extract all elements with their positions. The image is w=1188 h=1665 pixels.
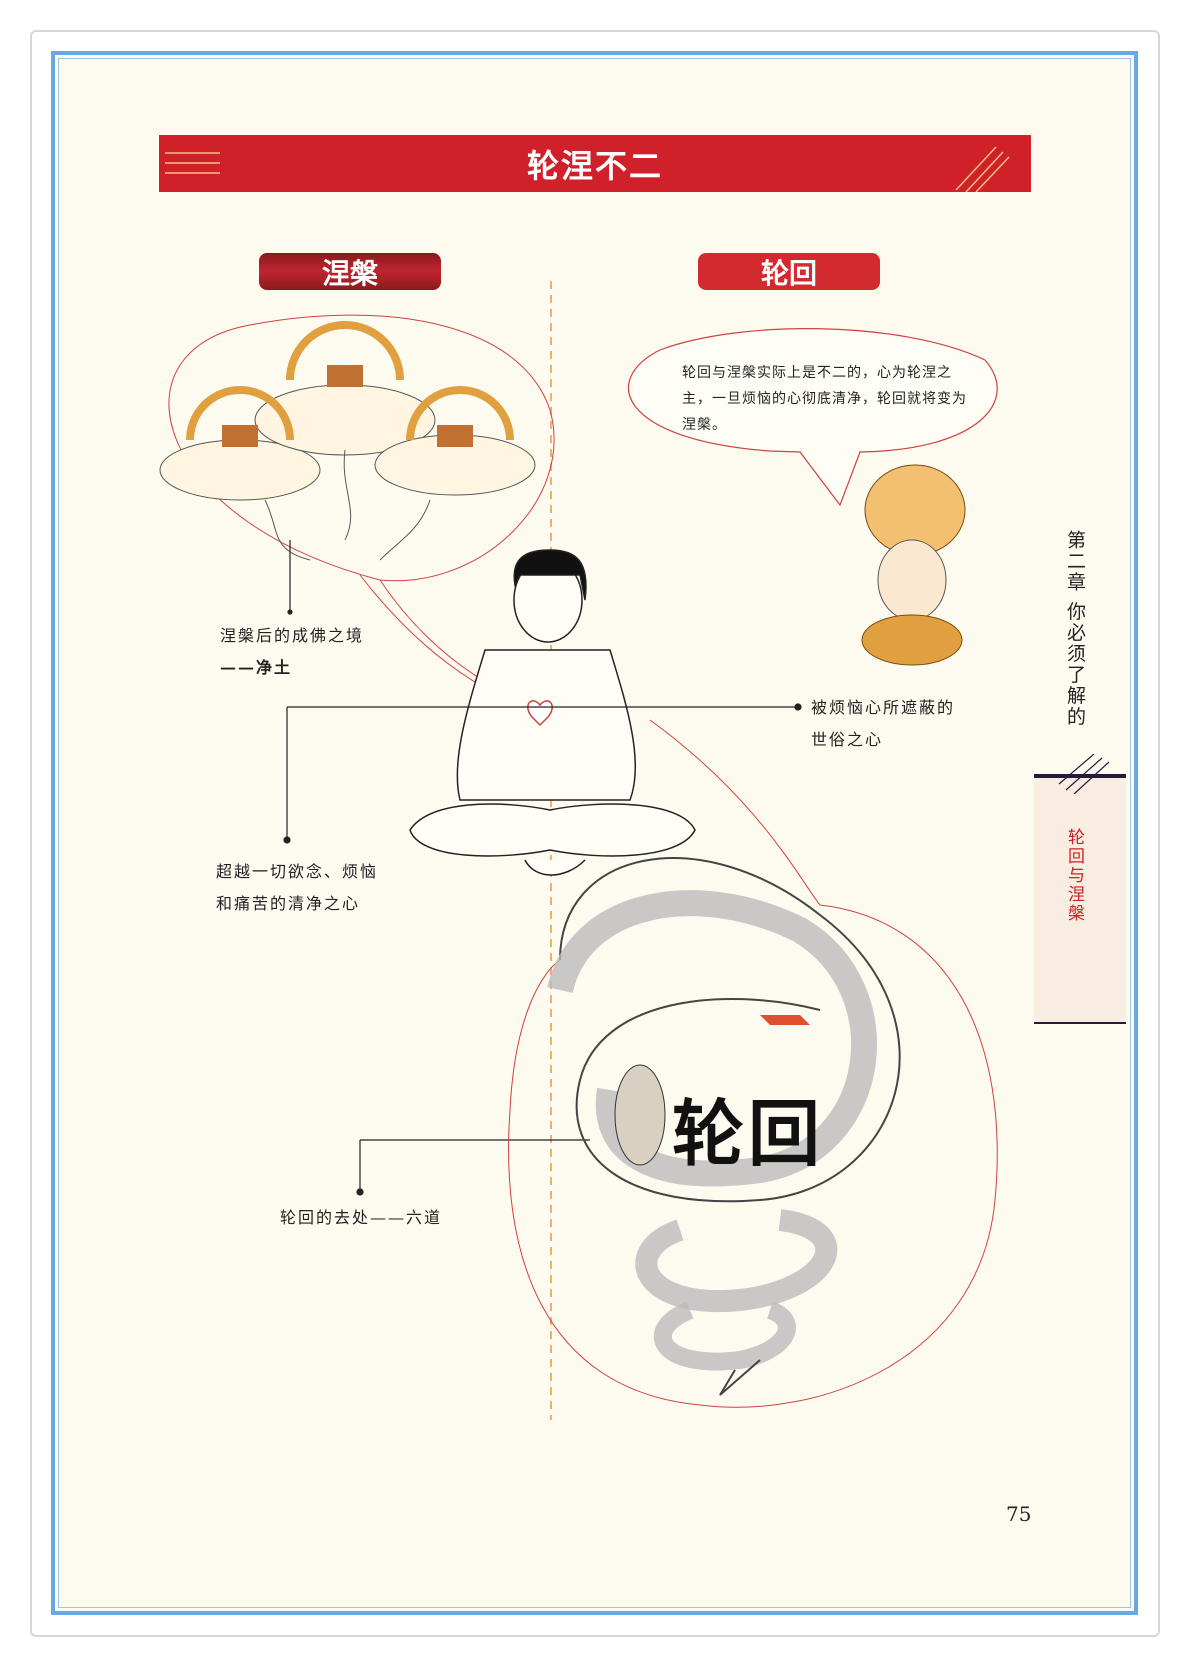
arrows-icon — [165, 152, 220, 174]
label-worldly-mind-line1: 被烦恼心所遮蔽的 — [811, 698, 956, 717]
monk-figure — [861, 464, 966, 666]
chapter-title: 第二章 你必须了解的 — [1064, 530, 1086, 728]
meditating-figure — [409, 549, 696, 876]
page-number: 75 — [1006, 1502, 1032, 1526]
samsara-bubble — [508, 719, 998, 1408]
label-pure-mind-line2: 和痛苦的清净之心 — [216, 894, 361, 913]
label-pure-land-line1: 涅槃后的成佛之境 — [220, 626, 365, 645]
samsara-spiral-title: 轮回 — [672, 1092, 825, 1176]
label-pure-land: 涅槃后的成佛之境 ——净土 — [220, 620, 364, 684]
page-title-banner: 轮涅不二 — [159, 135, 1031, 192]
nirvana-heading: 涅槃 — [259, 253, 441, 290]
samsara-heading: 轮回 — [698, 253, 880, 290]
speech-bubble — [627, 328, 998, 507]
pure-land-palaces — [159, 321, 536, 561]
chapter-sidebar: 第二章 你必须了解的 轮回与涅槃 — [1034, 530, 1126, 1024]
section-title: 轮回与涅槃 — [1064, 828, 1084, 923]
arrows-icon — [955, 146, 1010, 192]
label-worldly-mind-line2: 世俗之心 — [811, 730, 884, 749]
page-title: 轮涅不二 — [526, 146, 663, 185]
section-tab: 轮回与涅槃 — [1034, 754, 1126, 1024]
speech-bubble-text: 轮回与涅槃实际上是不二的，心为轮涅之主，一旦烦恼的心彻底清净，轮回就将变为涅槃。 — [682, 365, 967, 433]
label-pure-land-line2: ——净土 — [220, 658, 293, 677]
arrows-icon — [1058, 754, 1110, 794]
label-six-paths: 轮回的去处——六道 — [280, 1208, 443, 1227]
leader-lines — [283, 540, 802, 1196]
label-worldly-mind: 被烦恼心所遮蔽的 世俗之心 — [811, 692, 955, 756]
label-pure-mind-line1: 超越一切欲念、烦恼 — [216, 862, 379, 881]
label-pure-mind: 超越一切欲念、烦恼 和痛苦的清净之心 — [216, 856, 378, 920]
